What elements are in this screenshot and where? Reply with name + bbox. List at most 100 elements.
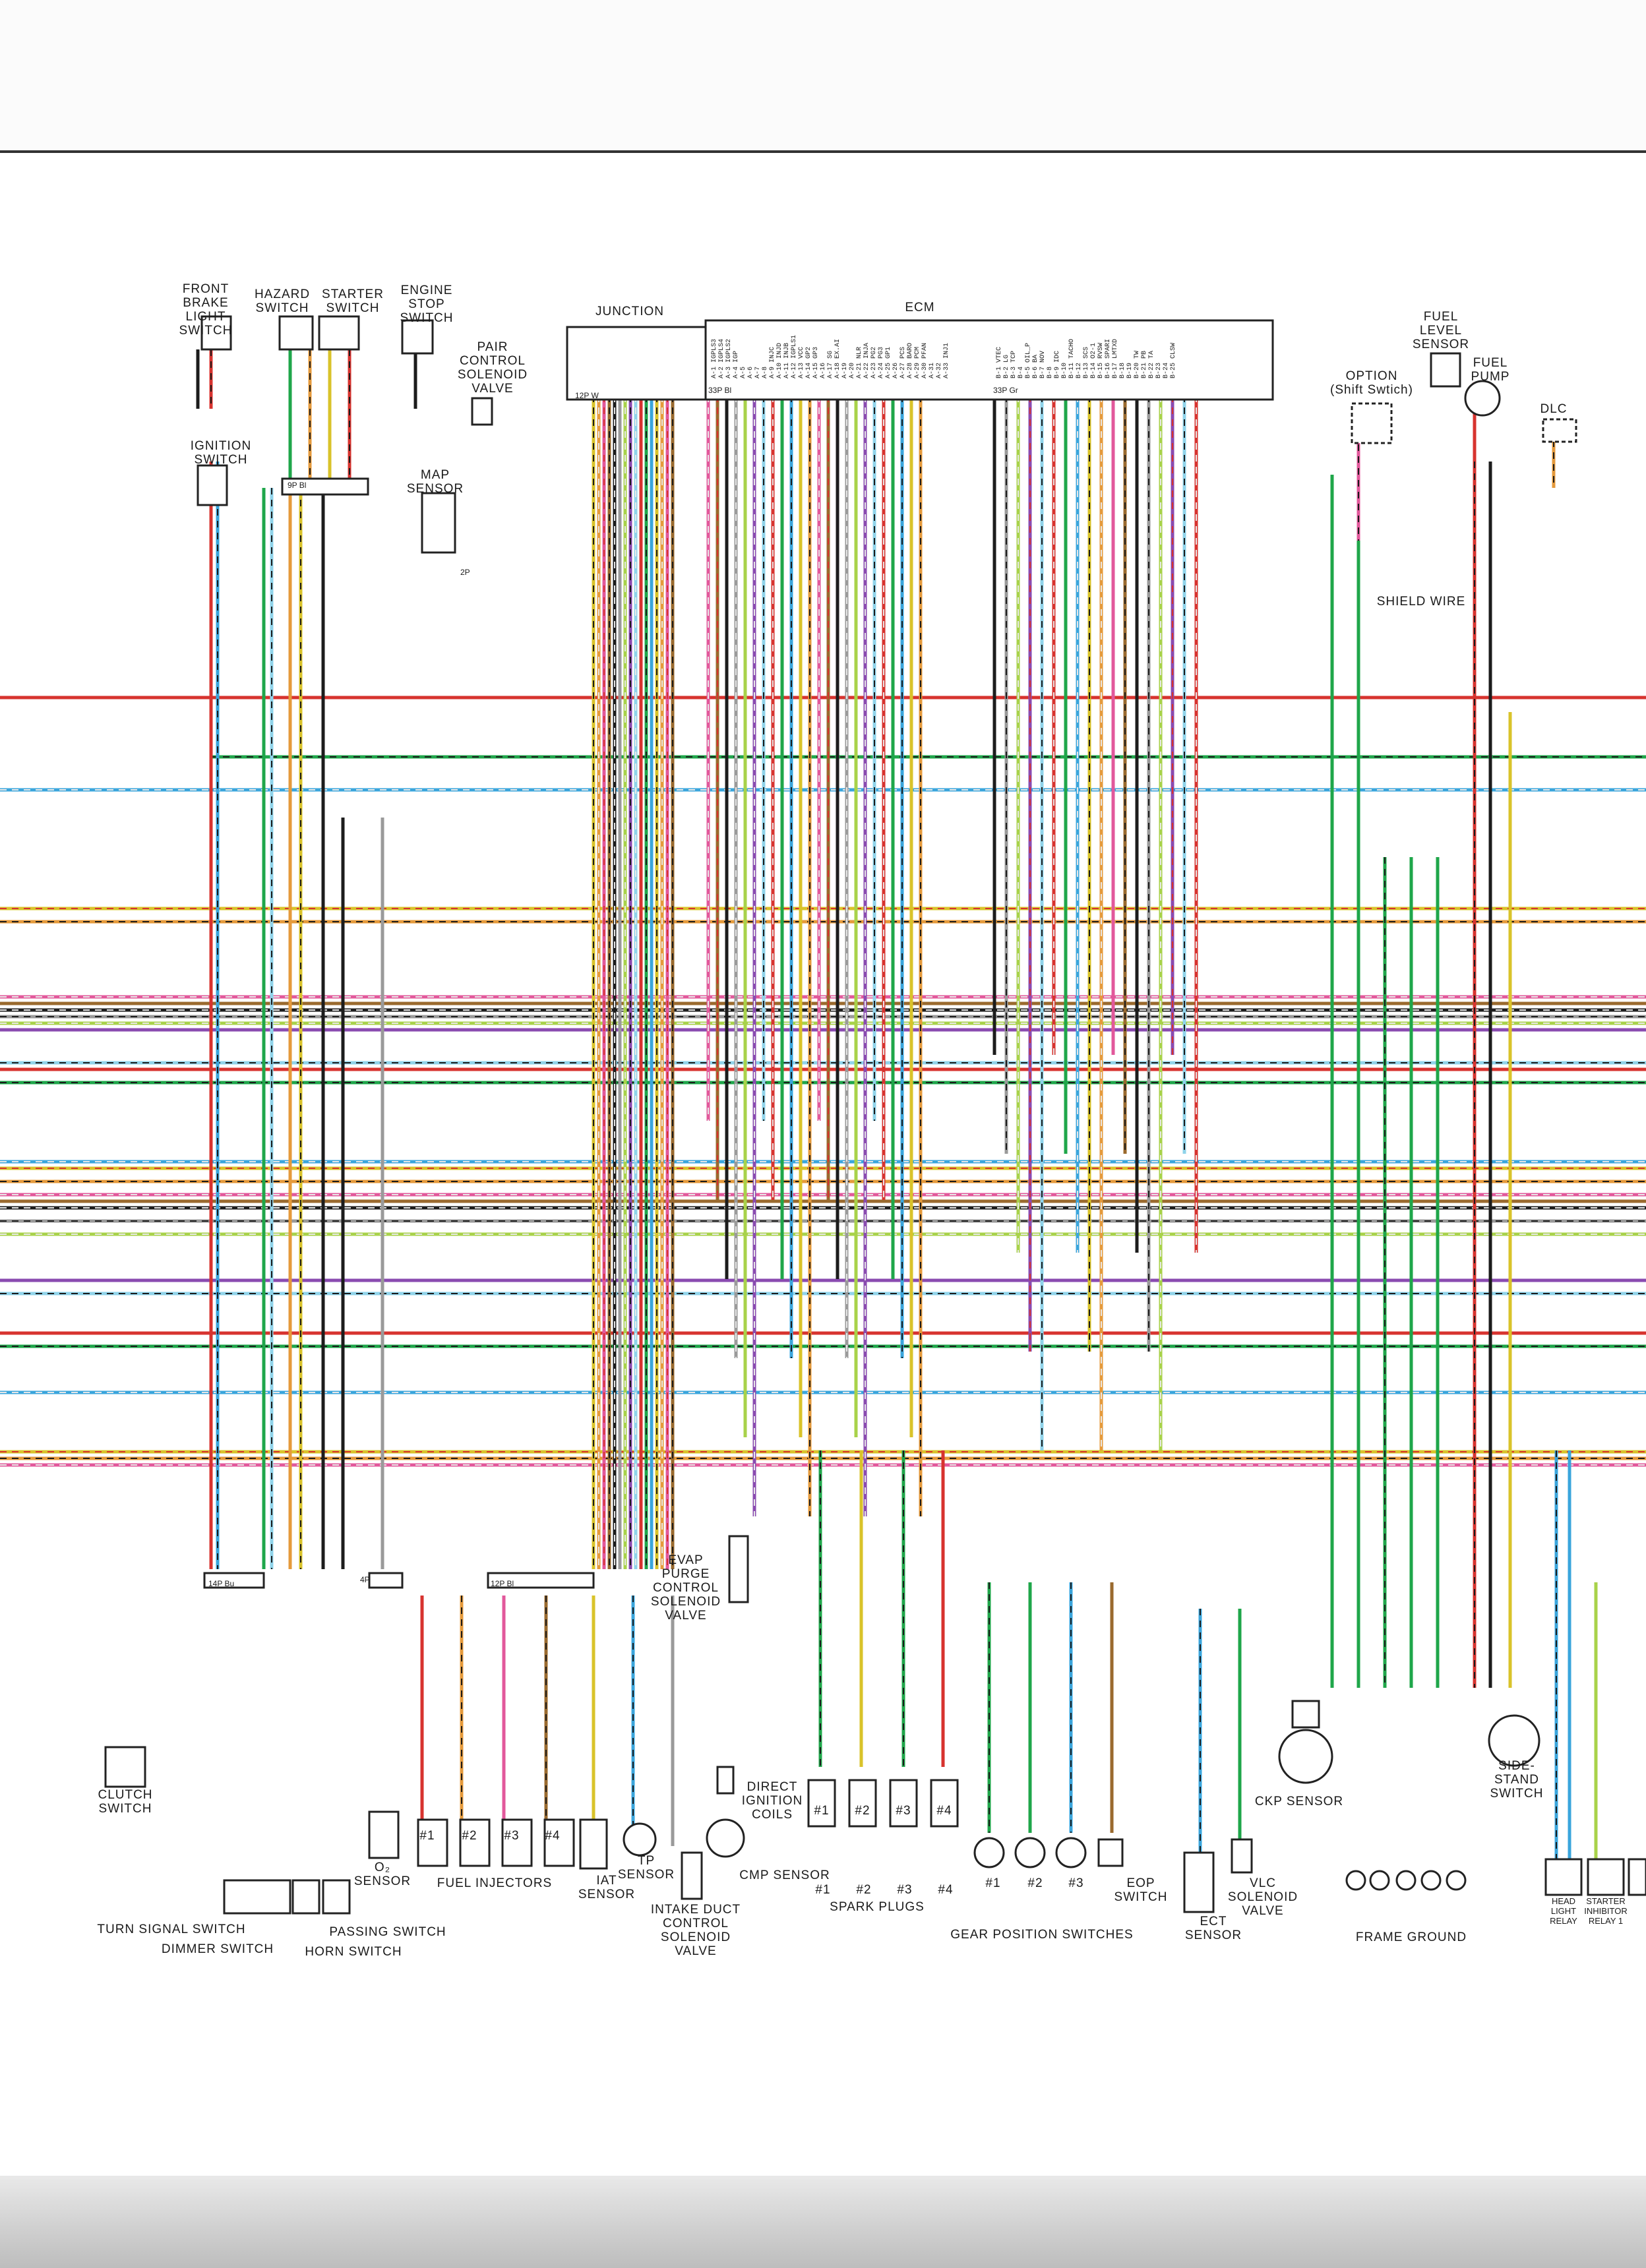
fuel-injectors-label: FUEL INJECTORS	[437, 1876, 553, 1890]
ecm-pin-b: B-19	[1126, 362, 1134, 378]
gear-position-switch-body	[1014, 1837, 1046, 1868]
ecm-pin-b: B-4	[1018, 366, 1025, 378]
dlc-box	[1542, 418, 1577, 443]
ecm-pin-b: B-13 SCS	[1083, 346, 1090, 378]
ecm-pin-a: A-26	[892, 362, 899, 378]
clutch-switch-label: CLUTCH SWITCH	[98, 1788, 153, 1816]
side-stand-switch-label: SIDE- STAND SWITCH	[1490, 1759, 1544, 1801]
ecm-pin-a: A-29 PCM	[914, 346, 921, 378]
ecm-pin-a: A-7	[754, 366, 762, 378]
ecm-connector-b-tag: 33P Gr	[993, 386, 1018, 395]
ecm-pin-a: A-31	[929, 362, 936, 378]
option-shift-switch-label: OPTION (Shift Swtich)	[1330, 369, 1413, 397]
ecm-pin-b: B-5 OIL_P	[1025, 342, 1032, 378]
ecm-pin-b: B-24	[1163, 362, 1170, 378]
ckp-connector	[1291, 1700, 1320, 1729]
mid-4p-connector-tag: 4P	[360, 1575, 370, 1584]
ecm-pin-a: A-17 SG	[827, 350, 834, 378]
frame-ground-terminal	[1395, 1870, 1417, 1891]
spark-plug-2-label: #2	[856, 1883, 872, 1897]
hazard-switch-label: HAZARD SWITCH	[254, 287, 311, 315]
turn-signal-switch-body	[223, 1879, 291, 1915]
ecm-pin-a: A-28 BARO	[907, 342, 914, 378]
injector-1-label: #1	[419, 1829, 435, 1843]
ecm-pin-a: A-6	[747, 366, 754, 378]
cmp-sensor-body	[706, 1818, 745, 1858]
spark-plugs-label: SPARK PLUGS	[830, 1900, 925, 1914]
front-brake-light-switch-label: FRONT BRAKE LIGHT SWITCH	[179, 282, 233, 338]
injector-4-label: #4	[545, 1829, 561, 1843]
starter-switch-box	[318, 315, 360, 351]
fuel-level-sensor-box	[1430, 352, 1461, 388]
passing-switch-body	[322, 1879, 351, 1915]
ecm-pin-a: A-16	[820, 362, 827, 378]
gear-position-switch-body	[1055, 1837, 1087, 1868]
ecm-pin-b: B-23	[1155, 362, 1163, 378]
ecm-pin-a: A-15 GP3	[812, 346, 820, 378]
turn-signal-switch-label: TURN SIGNAL SWITCH	[97, 1923, 246, 1936]
ecm-pin-a: A-13 VCC	[798, 346, 805, 378]
spark-plug-3-label: #3	[897, 1883, 913, 1897]
vlc-solenoid-valve-label: VLC SOLENOID VALVE	[1227, 1876, 1298, 1918]
cmp-sensor-label: CMP SENSOR	[739, 1868, 830, 1882]
ignition-coil-body	[848, 1779, 877, 1828]
evap-purge-valve-label: EVAP PURGE CONTROL SOLENOID VALVE	[650, 1553, 721, 1623]
front-brake-switch-box	[200, 315, 232, 351]
ecm-pin-a: A-5	[740, 366, 747, 378]
tp-sensor-body	[623, 1822, 657, 1857]
ecm-pin-a: A-18 EX.AI	[834, 338, 841, 378]
ignition-switch-label: IGNITION SWITCH	[190, 439, 252, 467]
junction-connector-tag: 12P W	[575, 391, 599, 400]
head-light-relay-label: HEAD LIGHT RELAY	[1550, 1896, 1577, 1926]
injector-3-label: #3	[504, 1829, 520, 1843]
o2-sensor-label: O₂ SENSOR	[353, 1861, 412, 1888]
coil-3-label: #3	[896, 1804, 911, 1818]
dimmer-switch-label: DIMMER SWITCH	[161, 1942, 274, 1956]
ecm-pin-b: B-18	[1119, 362, 1126, 378]
ecm-pin-b: B-2 LG	[1003, 354, 1010, 378]
ect-sensor-label: ECT SENSOR	[1184, 1915, 1242, 1942]
fuel-injector-body	[543, 1818, 575, 1867]
ecm-pin-a: A-3 IGPLS2	[725, 338, 733, 378]
coil-4-label: #4	[936, 1804, 952, 1818]
ecm-pin-a: A-27 PCS	[899, 346, 907, 378]
fuel-level-sensor-label: FUEL LEVEL SENSOR	[1412, 310, 1470, 351]
tp-sensor-label: TP SENSOR	[617, 1854, 675, 1882]
gear-switch-3-label: #3	[1068, 1876, 1084, 1890]
engine-stop-switch-label: ENGINE STOP SWITCH	[400, 284, 454, 325]
frame-ground-terminal	[1369, 1870, 1390, 1891]
option-switch-box	[1351, 402, 1393, 444]
ecm-pin-b: B-21 PB	[1141, 350, 1148, 378]
ecm-pin-b: B-22 TA	[1148, 350, 1155, 378]
ecm-pin-a: A-14 GP2	[805, 346, 812, 378]
engine-stop-switch-box	[401, 319, 434, 355]
ecm-pin-b: B-17 LMTXD	[1112, 338, 1119, 378]
ecm-pin-a: A-23 PG2	[870, 346, 878, 378]
dlc-label: DLC	[1540, 402, 1568, 416]
bottom-margin	[0, 2176, 1646, 2268]
gear-position-switch-body	[973, 1837, 1005, 1868]
ecm-pin-b: B-9 IDC	[1054, 350, 1061, 378]
pair-control-solenoid-valve-label: PAIR CONTROL SOLENOID VALVE	[457, 340, 528, 396]
map-sensor-label: MAP SENSOR	[406, 468, 464, 496]
fuel-injector-body	[417, 1818, 448, 1867]
ignition-coil-body	[807, 1779, 836, 1828]
top-margin	[0, 0, 1646, 153]
eop-switch-body	[1097, 1838, 1124, 1867]
injector-2-label: #2	[462, 1829, 477, 1843]
o2-sensor-body	[368, 1810, 400, 1859]
ecm-pin-b: B-20 TW	[1134, 350, 1141, 378]
ignition-9p-connector-tag: 9P Bl	[288, 481, 307, 490]
ecm-pin-a: A-8	[762, 366, 769, 378]
frame-ground-terminal	[1420, 1870, 1442, 1891]
ecm-pin-b: B-14 O2-1	[1090, 342, 1097, 378]
clutch-switch-body	[104, 1746, 146, 1788]
junction-label: JUNCTION	[595, 305, 665, 318]
horn-switch-label: HORN SWITCH	[305, 1945, 402, 1959]
gear-switch-1-label: #1	[985, 1876, 1001, 1890]
side-stand-switch-body	[1488, 1714, 1540, 1767]
gear-switch-2-label: #2	[1027, 1876, 1043, 1890]
horn-switch-body	[291, 1879, 320, 1915]
injector-12p-connector	[487, 1572, 595, 1589]
